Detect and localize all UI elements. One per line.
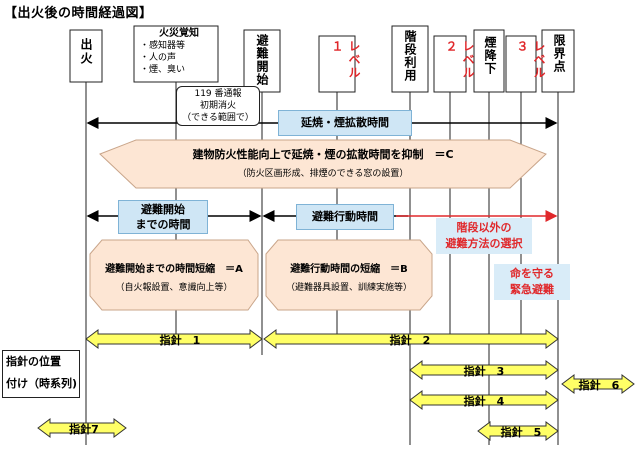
level1-label: レベル１ — [330, 40, 361, 79]
box-level3 — [505, 35, 537, 93]
guideline-1-arrow — [85, 329, 263, 349]
stair-use-label: 階段利用 — [403, 30, 417, 82]
non-stair-line: 避難方法の選択 — [445, 237, 523, 250]
until-evac-box: 避難開始 までの時間 — [118, 200, 208, 234]
note-line: 119 番通報 — [194, 89, 242, 99]
until-evac-line: 避難開始 — [141, 203, 185, 216]
guideline-2-label: 指針 2 — [389, 334, 431, 347]
guideline-3-label: 指針 3 — [463, 365, 505, 378]
fire-outbreak-label: 出火 — [79, 38, 93, 66]
suppress-banner-sub: （防火区画形成、排煙のできる窓の設置） — [237, 169, 409, 179]
shorten-b-main: 避難行動時間の短縮 ＝B — [290, 264, 408, 275]
box-level2 — [433, 35, 467, 93]
guideline-7-arrow — [37, 418, 127, 438]
limit-point-label: 限界点 — [552, 34, 566, 73]
guideline-5-arrow — [477, 421, 559, 441]
non-stair-line: 階段以外の — [456, 221, 512, 234]
emergency-evac-box: 命を守る 緊急避難 — [494, 264, 570, 300]
evac-start-label: 避難開始 — [255, 34, 269, 86]
shorten-a-shape — [89, 239, 259, 311]
guideline-3-arrow — [409, 360, 559, 380]
spread-time-box: 延焼・煙拡散時間 — [278, 110, 412, 136]
initial-extinguish-note: 119 番通報 初期消火 （できる範囲で） — [176, 86, 260, 126]
fire-awareness-item: ・人の声 — [140, 53, 177, 63]
note-line: （できる範囲で） — [182, 113, 254, 123]
fire-awareness-item: ・煙、臭い — [140, 65, 186, 75]
guideline-6-label: 指針 6 — [578, 379, 620, 392]
guideline-1-label: 指針 1 — [159, 334, 201, 347]
box-fire-outbreak — [69, 29, 103, 83]
emergency-evac-line: 緊急避難 — [510, 283, 554, 296]
shorten-a-main: 避難開始までの時間短縮 ＝A — [105, 264, 243, 275]
suppress-banner-shape — [99, 139, 547, 189]
shorten-b-sub: （避難器具設置、訓練実施等） — [285, 283, 412, 293]
suppress-banner-main: 建物防火性能向上で延焼・煙の拡散時間を抑制 ＝C — [192, 148, 454, 161]
guideline-7-label: 指針7 — [69, 423, 99, 436]
position-line: 指針の位置 — [6, 355, 61, 368]
box-fire-awareness — [133, 25, 219, 83]
fire-awareness-block: 火災覚知 ・感知器等 ・人の声 ・煙、臭い — [140, 28, 218, 76]
emergency-evac-line: 命を守る — [510, 267, 554, 280]
guideline-2-arrow — [263, 329, 559, 349]
box-evac-start — [243, 29, 281, 93]
box-level1 — [318, 35, 356, 93]
guideline-position-label: 指針の位置 付け（時系列) — [2, 350, 80, 398]
shorten-a-sub: （自火報設置、意識向上等） — [115, 283, 233, 293]
guideline-4-arrow — [409, 390, 559, 410]
level3-label: レベル３ — [515, 40, 546, 79]
box-stair-use — [391, 25, 429, 93]
note-line: 初期消火 — [199, 101, 236, 111]
page-title: 【出火後の時間経過図】 — [4, 6, 153, 21]
box-smoke-descent — [473, 29, 505, 93]
level2-label: レベル２ — [444, 40, 475, 79]
guideline-5-label: 指針 5 — [500, 426, 542, 439]
evac-action-box: 避難行動時間 — [296, 204, 394, 230]
guideline-4-label: 指針 4 — [463, 395, 505, 408]
shorten-b-shape — [265, 239, 433, 311]
fire-awareness-title: 火災覚知 — [159, 28, 199, 39]
until-evac-line: までの時間 — [135, 218, 191, 231]
guideline-6-arrow — [561, 374, 635, 394]
box-limit-point — [541, 29, 575, 93]
non-stair-box: 階段以外の 避難方法の選択 — [436, 218, 532, 254]
fire-awareness-item: ・感知器等 — [140, 41, 186, 51]
position-line: 付け（時系列) — [6, 377, 78, 390]
smoke-descent-label: 煙降下 — [483, 36, 497, 75]
